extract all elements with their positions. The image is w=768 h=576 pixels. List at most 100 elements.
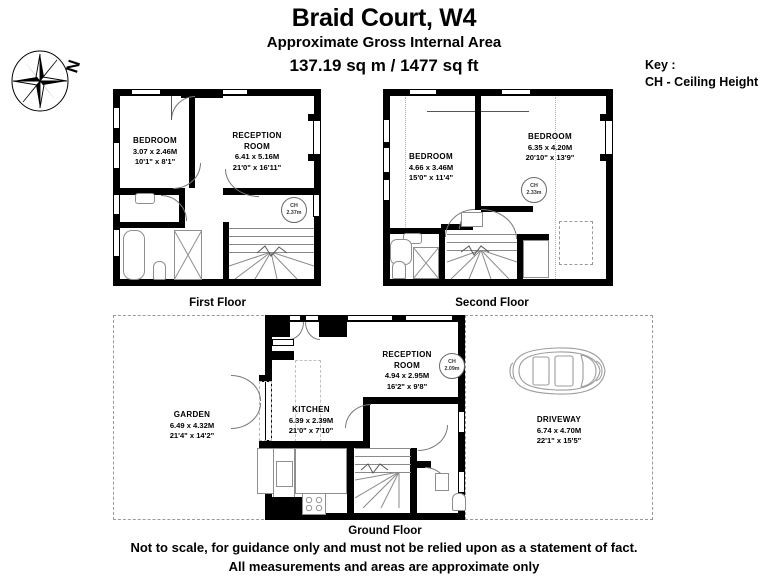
disclaimer-line-2: All measurements and areas are approxima… (228, 559, 540, 574)
door-entrance-right (305, 322, 320, 340)
room-metric: 6.41 x 5.16M (234, 152, 280, 161)
ch-value: 2.33m (526, 190, 542, 196)
wall-bath-right (439, 228, 445, 279)
key-heading: Key : (645, 58, 676, 72)
wall-exterior-bottom (265, 513, 465, 520)
room-name: KITCHEN (292, 405, 330, 414)
ch-value: 2.37m (286, 210, 302, 216)
wall-front-porch-block (272, 315, 290, 337)
floor-label-first: First Floor (189, 297, 246, 309)
ch-value: 2.09m (444, 366, 460, 372)
room-label-garden: GARDEN 6.49 x 4.32M 21'4" x 14'2" (149, 410, 235, 442)
wall-wc-left (417, 461, 431, 468)
airing-cupboard (523, 240, 549, 278)
wall-bay-right-upper (600, 114, 613, 121)
kitchen-run-right (295, 448, 347, 494)
dotted-line-right (555, 97, 556, 279)
wall-hall-top-right (223, 188, 321, 195)
key-legend: Key : CH - Ceiling Height (645, 57, 758, 91)
wall-entrance-nib (272, 351, 294, 360)
room-metric: 6.74 x 4.70M (536, 425, 582, 435)
ground-floor-plan: GARDEN 6.49 x 4.32M 21'4" x 14'2" KITCHE… (113, 315, 653, 520)
ch-code: CH (530, 183, 538, 189)
room-label-driveway: DRIVEWAY 6.74 x 4.70M 22'1" x 15'5" (513, 415, 605, 447)
wall-exterior-right (606, 89, 613, 286)
wall-kitchen-nib-bottom (272, 497, 302, 520)
room-name-line2: ROOM (393, 360, 421, 370)
wall-cupboard-top (517, 234, 549, 240)
stair-winder-fan-icon (355, 472, 400, 508)
room-metric: 6.35 x 4.20M (527, 142, 573, 152)
shower-cross-icon (174, 230, 202, 280)
wall-left-mid (113, 129, 120, 142)
room-metric: 4.66 x 3.46M (408, 162, 454, 172)
wall-stair-right (410, 448, 417, 520)
hob-burners-icon (305, 496, 323, 512)
key-entry-ceiling-height: CH - Ceiling Height (645, 75, 759, 89)
room-label-reception-first: RECEPTION ROOM 6.41 x 5.16M 21'0" x 16'1… (209, 131, 305, 173)
window-front-left (289, 315, 301, 321)
wall-kitchen-nib-right (347, 448, 354, 520)
stair-winder-fan-icon (447, 250, 517, 279)
wall-stair-right (223, 222, 229, 279)
stair-direction-arrow-icon (257, 245, 288, 257)
wall-bay-right-lower (308, 154, 321, 161)
window-entrance-side (272, 339, 294, 346)
floor-label-ground: Ground Floor (348, 525, 422, 537)
door-entrance-left (289, 322, 304, 340)
room-imperial: 10'1" x 8'1" (134, 157, 176, 166)
window-left-lower (113, 193, 120, 215)
room-name: BEDROOM (133, 136, 177, 145)
window-bay-right (313, 120, 321, 155)
window-front-mid (305, 315, 319, 321)
wall-partition-top (475, 96, 481, 120)
window-side-right-upper (458, 411, 465, 433)
wall-top-reception-seg (181, 89, 223, 98)
disclaimer-line-1: Not to scale, for guidance only and must… (130, 540, 638, 555)
wall-exterior-top (383, 89, 613, 96)
shower-cross-icon (413, 247, 439, 279)
stair-winder-fan-icon (229, 252, 314, 279)
wall-bath-top (383, 228, 445, 234)
room-metric: 6.49 x 4.32M (169, 420, 215, 430)
ceiling-height-badge-second: CH 2.33m (521, 177, 547, 203)
dotted-line-left (405, 97, 406, 279)
room-label-bedroom-right-second: BEDROOM 6.35 x 4.20M 20'10" x 13'9" (507, 132, 593, 164)
door-leaf-bedroom-upper (171, 96, 172, 120)
washbasin-icon (403, 233, 422, 244)
wardrobe-line-right (481, 111, 529, 112)
wall-partition-bedroom-reception (189, 96, 195, 188)
floor-label-second: Second Floor (455, 297, 529, 309)
window-top-right (501, 89, 531, 95)
gross-internal-area: 137.19 sq m / 1477 sq ft (289, 56, 479, 75)
bath-tub-icon (123, 230, 145, 280)
washbasin-icon (135, 193, 155, 204)
room-label-kitchen: KITCHEN 6.39 x 2.39M 21'0" x 7'10" (265, 405, 357, 437)
ceiling-height-badge-first: CH 2.37m (281, 197, 307, 223)
room-metric: 4.94 x 2.95M (384, 371, 430, 380)
room-metric: 6.39 x 2.39M (288, 415, 334, 425)
wall-exterior-bottom (113, 279, 321, 286)
toilet-icon (452, 493, 466, 511)
first-floor-plan: BEDROOM 3.07 x 2.46M 10'1" x 8'1" RECEPT… (113, 89, 321, 286)
wall-bath-top (113, 222, 185, 228)
staircase (229, 228, 314, 279)
eaves-storage-dashed (559, 221, 593, 265)
washbasin-icon (435, 473, 449, 491)
window-top-bedroom (131, 89, 161, 95)
wall-hall-top (113, 188, 185, 195)
wall-kitchen-bottom (272, 441, 370, 448)
room-imperial: 21'0" x 7'10" (288, 426, 334, 435)
wall-exterior-left (265, 315, 272, 381)
window-bay-right (605, 120, 613, 155)
wall-exterior-left (113, 89, 120, 286)
door-bedroom-upper (171, 96, 195, 120)
window-reception-top-left (347, 315, 393, 321)
room-imperial: 16'2" x 9'8" (386, 381, 428, 391)
wall-landing-top-right (481, 206, 533, 212)
window-left-bottom (113, 229, 120, 257)
room-name: BEDROOM (528, 132, 572, 141)
staircase (355, 448, 411, 508)
window-side-right-lower (458, 471, 465, 493)
